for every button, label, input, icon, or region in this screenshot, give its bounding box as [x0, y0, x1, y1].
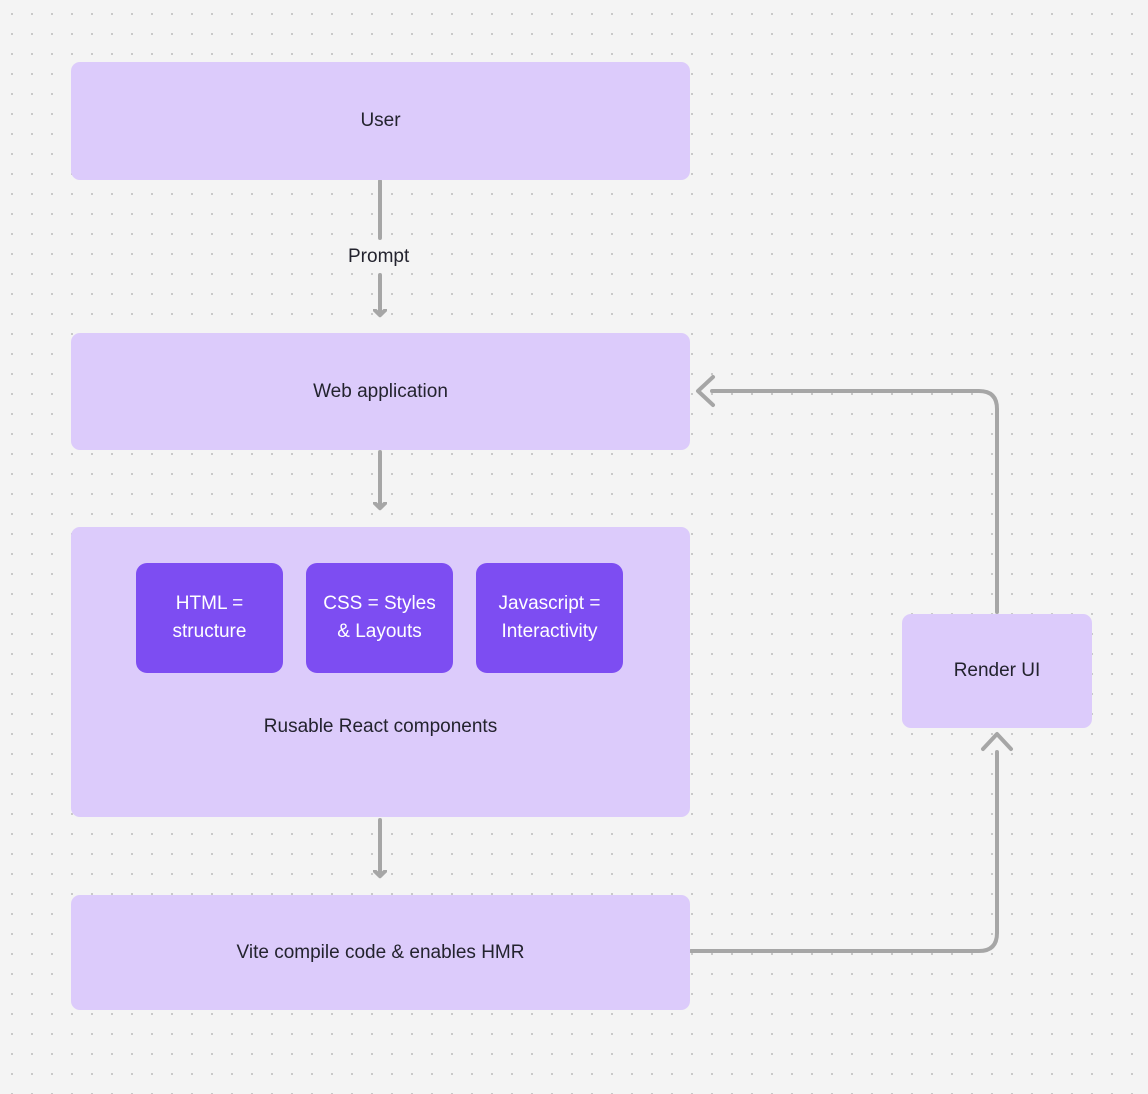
node-html[interactable]: HTML = structure [136, 563, 283, 673]
node-css-label-line1: CSS = Styles [323, 592, 436, 614]
node-css[interactable]: CSS = Styles & Layouts [306, 563, 453, 673]
node-web-application[interactable]: Web application [71, 333, 690, 450]
node-css-label-line2: & Layouts [337, 621, 422, 642]
node-javascript-label: Javascript = Interactivity [499, 590, 601, 647]
node-javascript[interactable]: Javascript = Interactivity [476, 563, 623, 673]
node-user[interactable]: User [71, 62, 690, 180]
node-javascript-label-line2: Interactivity [501, 621, 598, 642]
node-html-label-line2: structure [172, 621, 247, 642]
node-css-label: CSS = Styles & Layouts [323, 590, 435, 647]
node-html-label-line1: HTML = [175, 592, 244, 614]
node-user-label: User [360, 110, 401, 132]
node-html-label: HTML = structure [173, 590, 247, 647]
edge-label-prompt: Prompt [341, 245, 417, 269]
node-render-ui-label: Render UI [953, 660, 1041, 682]
node-vite-label: Vite compile code & enables HMR [236, 941, 525, 963]
components-group-caption: Rusable React components [263, 716, 498, 737]
node-javascript-label-line1: Javascript = [498, 592, 601, 614]
node-render-ui[interactable]: Render UI [902, 614, 1092, 728]
edge-render-ui-to-web-application [696, 375, 999, 614]
node-vite[interactable]: Vite compile code & enables HMR [71, 895, 690, 1010]
node-web-application-label: Web application [313, 380, 448, 402]
edge-vite-to-render-ui [689, 732, 1013, 953]
